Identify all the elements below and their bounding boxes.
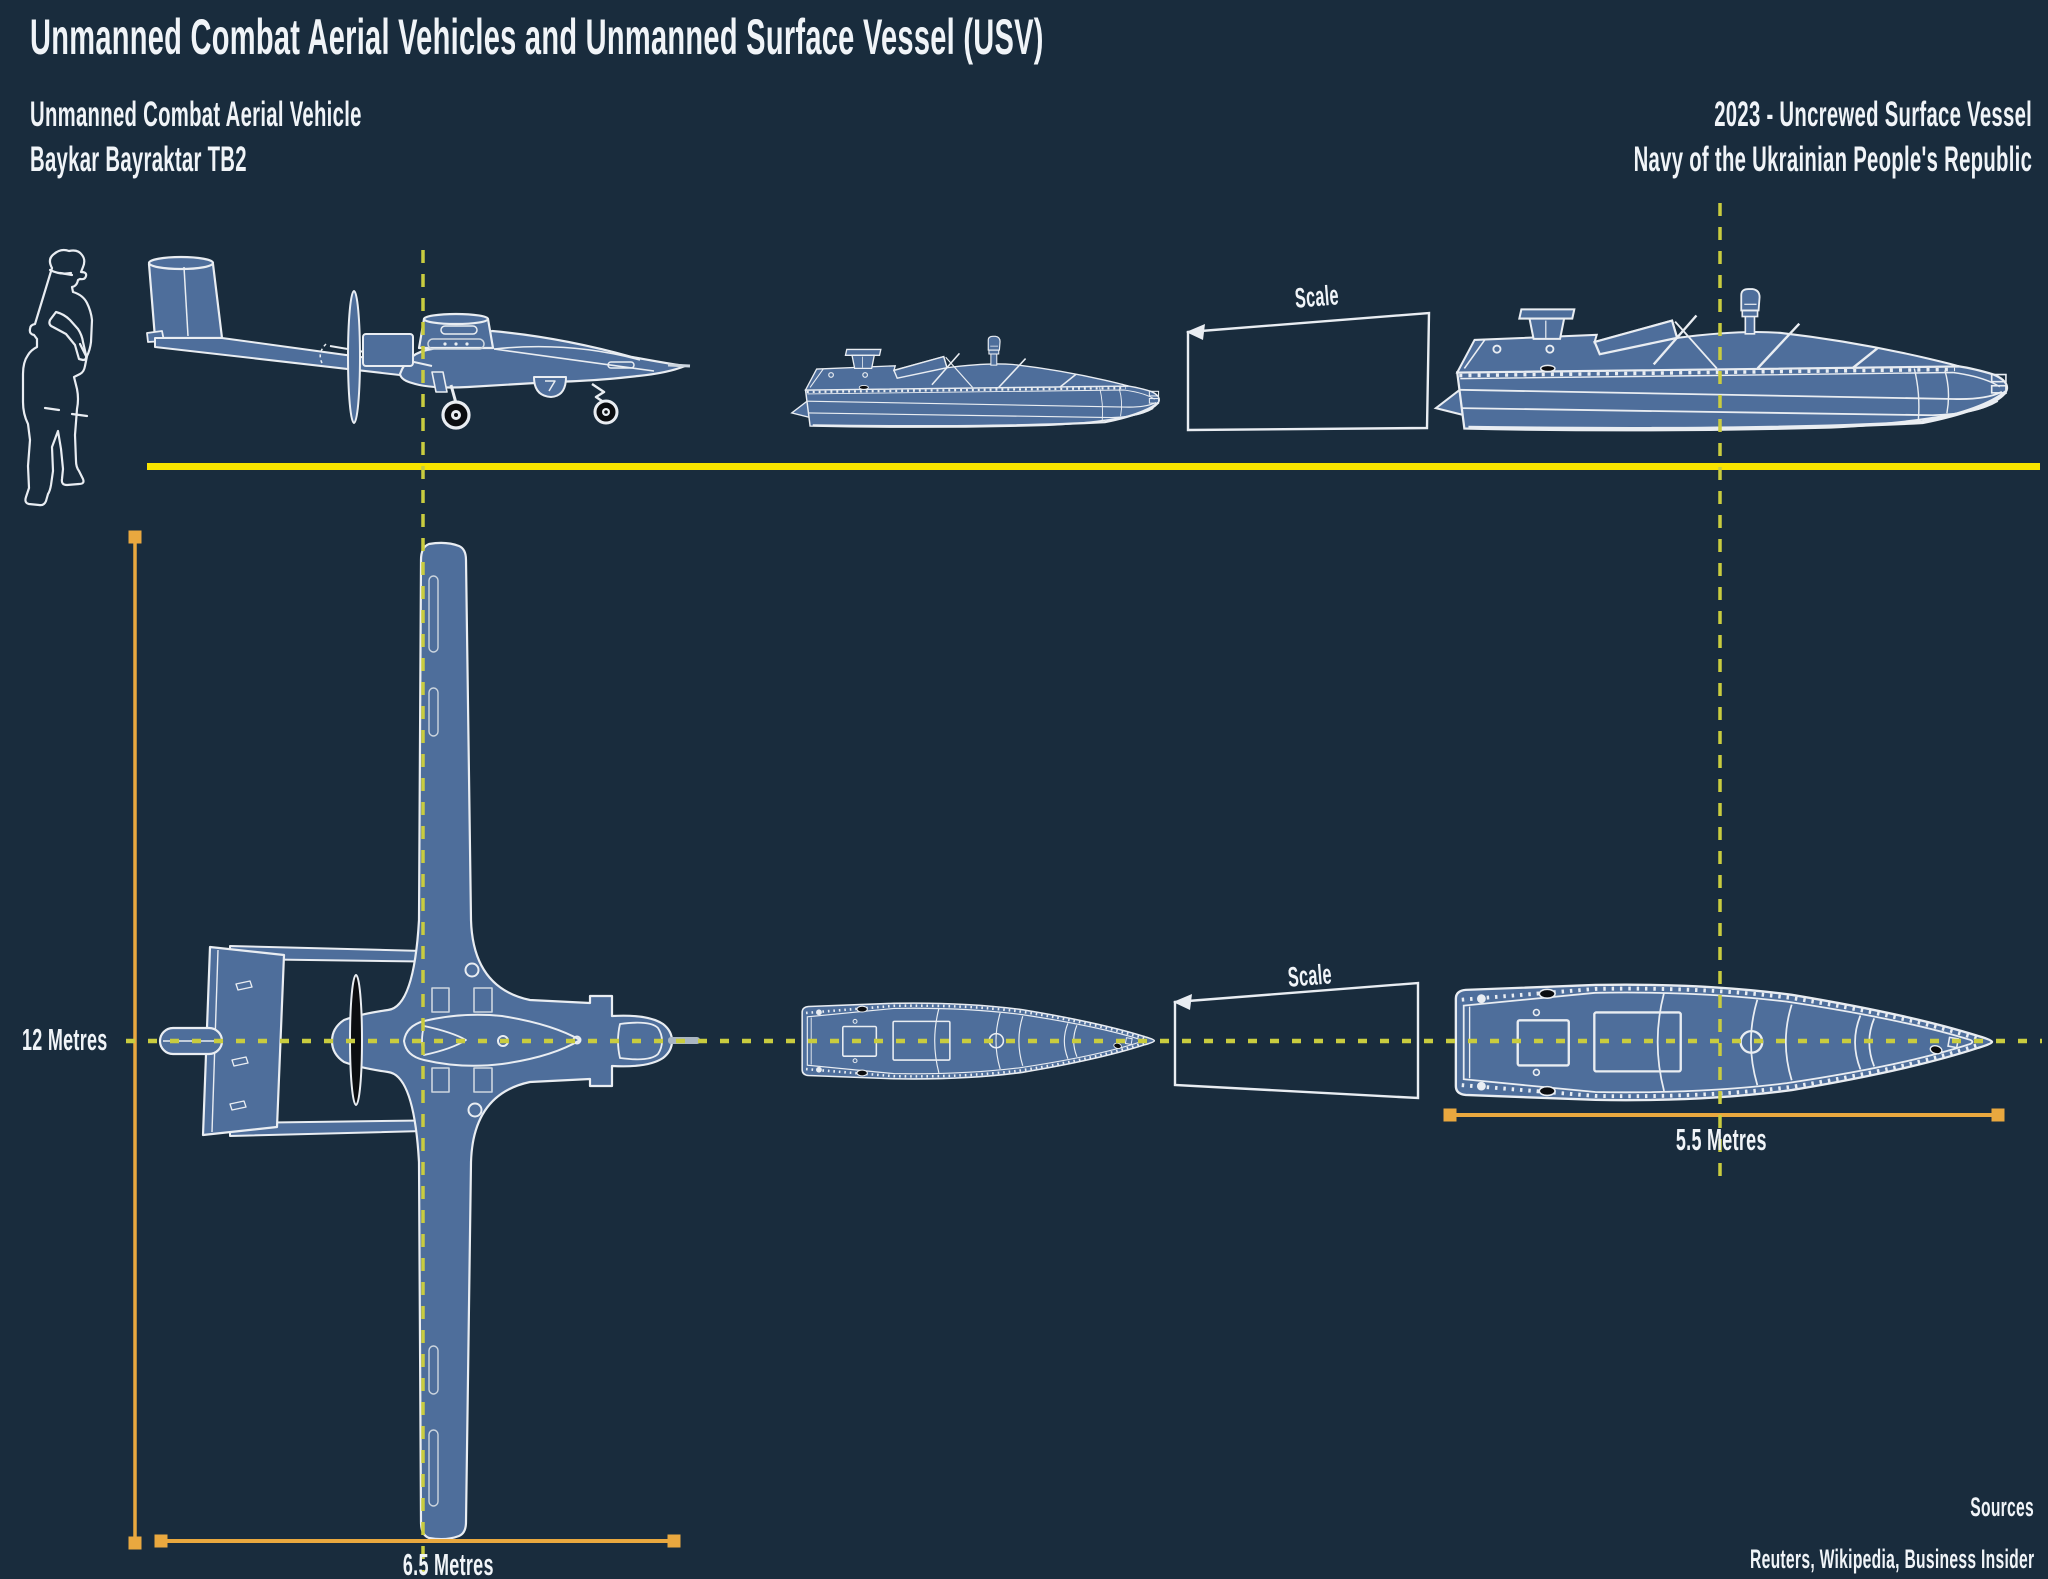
sources-heading: Sources bbox=[1970, 1492, 2034, 1522]
usv-side-view-small-drawing bbox=[790, 335, 1161, 429]
page-title-text: Unmanned Combat Aerial Vehicles and Unma… bbox=[30, 9, 1044, 65]
tb2-side-view-drawing bbox=[146, 255, 691, 430]
uav-heading-line2: Baykar Bayraktar TB2 bbox=[30, 140, 247, 179]
page-title: Unmanned Combat Aerial Vehicles and Unma… bbox=[30, 10, 1778, 65]
uav-heading: Unmanned Combat Aerial Vehicle Baykar Ba… bbox=[30, 92, 602, 182]
scale-arrowhead-icon bbox=[1186, 324, 1205, 340]
scale-projection-side bbox=[1186, 311, 1431, 432]
scale-arrowhead-icon bbox=[1173, 994, 1192, 1010]
uav-length-label: 6.5 Metres bbox=[402, 1547, 494, 1579]
usv-heading: 2023 - Uncrewed Surface Vessel Navy of t… bbox=[1345, 92, 2032, 182]
sources-credits: Reuters, Wikipedia, Business Insider bbox=[1749, 1544, 2034, 1574]
uav-heading-line1: Unmanned Combat Aerial Vehicle bbox=[30, 95, 362, 134]
scale-projection-top bbox=[1173, 981, 1420, 1100]
uav-wingspan-label: 12 Metres bbox=[22, 1022, 108, 1057]
usv-heading-line1: 2023 - Uncrewed Surface Vessel bbox=[1714, 95, 2032, 134]
usv-length-dimension-line bbox=[1443, 1108, 2005, 1122]
soldier-silhouette-icon bbox=[21, 248, 94, 507]
usv-length-label: 5.5 Metres bbox=[1675, 1122, 1767, 1157]
uav-length-dimension-line bbox=[154, 1534, 681, 1548]
ground-line bbox=[147, 463, 2040, 470]
usv-heading-line2: Navy of the Ukrainian People's Republic bbox=[1633, 140, 2032, 179]
